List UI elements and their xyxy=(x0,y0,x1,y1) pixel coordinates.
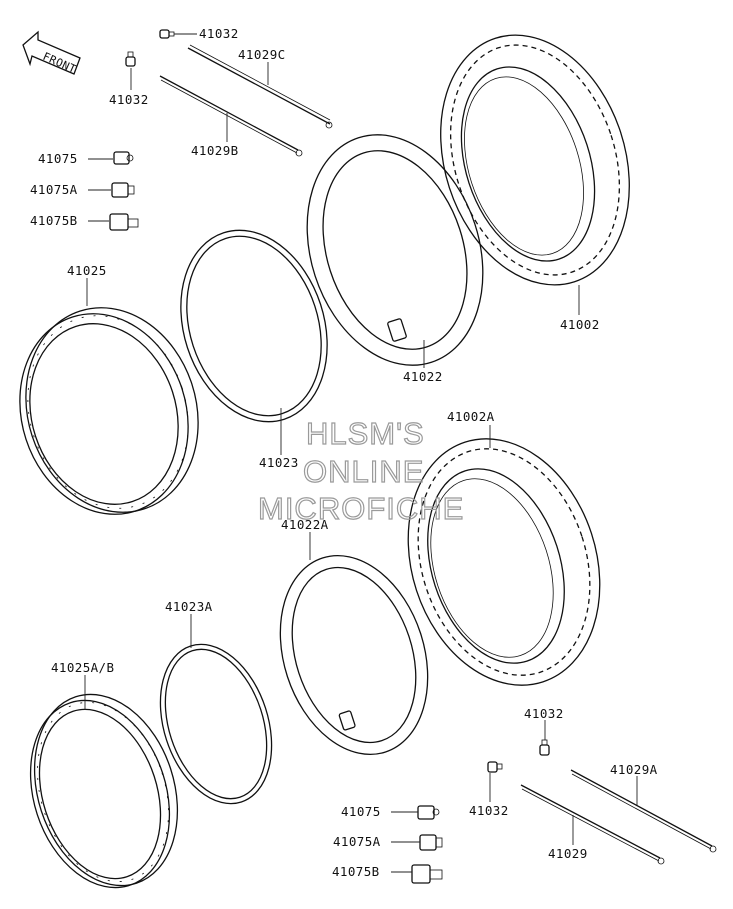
nipple-41032-br-bottom xyxy=(487,761,503,773)
front-arrow-icon: FRONT xyxy=(22,30,81,76)
tire-41002 xyxy=(440,34,630,286)
label-41075b-bottom: 41075B xyxy=(332,864,380,879)
valve-41075b-bottom xyxy=(411,864,443,884)
valve-cap-41075-bottom xyxy=(417,805,440,820)
label-41022: 41022 xyxy=(403,369,443,384)
nipple-41032-br-top xyxy=(539,739,550,756)
label-41029: 41029 xyxy=(548,846,588,861)
label-41023a: 41023A xyxy=(165,599,213,614)
watermark-line-2: ONLINE xyxy=(303,454,424,489)
nipple-41032-left xyxy=(125,51,136,67)
label-41032-br-top: 41032 xyxy=(524,706,564,721)
watermark: HLSM'S ONLINE MICROFICHE xyxy=(257,415,464,526)
spoke-41029 xyxy=(520,784,665,865)
label-41032-left: 41032 xyxy=(109,92,149,107)
leader-lines xyxy=(84,33,638,873)
front-arrow-label: FRONT xyxy=(41,50,78,76)
spoke-41029a xyxy=(570,769,717,853)
rim-band-41023a xyxy=(159,643,273,805)
label-41032-top: 41032 xyxy=(199,26,239,41)
label-41075-bottom: 41075 xyxy=(341,804,381,819)
label-41032-br-bottom: 41032 xyxy=(469,803,509,818)
label-41075b-top: 41075B xyxy=(30,213,78,228)
label-41023: 41023 xyxy=(259,455,299,470)
label-41025: 41025 xyxy=(67,263,107,278)
tube-41022a xyxy=(279,554,429,756)
label-41075a-top: 41075A xyxy=(30,182,78,197)
rim-41025ab xyxy=(29,693,179,889)
label-41075-top: 41075 xyxy=(38,151,78,166)
label-41029a: 41029A xyxy=(610,762,658,777)
valve-41075b-top xyxy=(109,213,139,231)
nipple-41032-top xyxy=(159,29,175,39)
watermark-line-1: HLSM'S xyxy=(306,416,425,451)
label-41029b: 41029B xyxy=(191,143,239,158)
tire-41002a xyxy=(407,438,601,686)
tube-41022 xyxy=(306,134,484,366)
label-41022a: 41022A xyxy=(281,517,329,532)
label-41029c: 41029C xyxy=(238,47,286,62)
label-41075a-bottom: 41075A xyxy=(333,834,381,849)
label-41002a: 41002A xyxy=(447,409,495,424)
rim-41025 xyxy=(19,307,199,515)
valve-nut-41075a-top xyxy=(111,182,135,198)
spoke-41029b xyxy=(159,75,303,157)
rim-band-41023 xyxy=(180,229,328,423)
spoke-41029c xyxy=(187,44,333,129)
valve-cap-41075-top xyxy=(113,151,134,165)
label-41025ab: 41025A/B xyxy=(51,660,114,675)
watermark-line-3: MICROFICHE xyxy=(258,491,464,526)
valve-nut-41075a-bottom xyxy=(419,834,443,851)
label-41002: 41002 xyxy=(560,317,600,332)
